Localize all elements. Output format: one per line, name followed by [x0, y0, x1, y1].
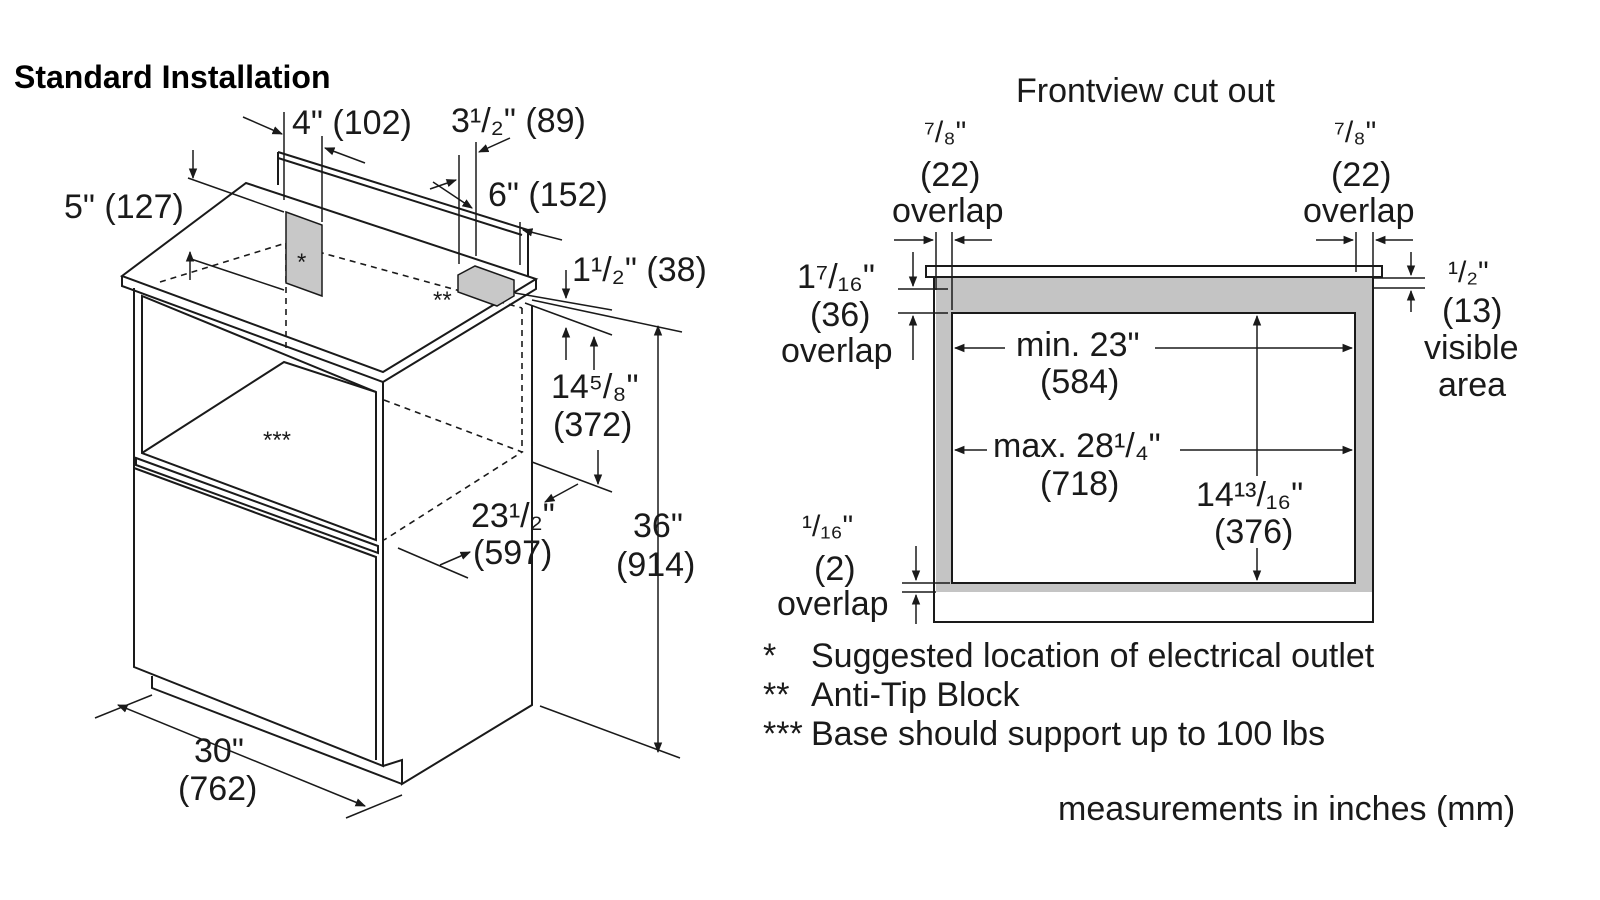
min-width-label: min. 23" — [1016, 326, 1140, 364]
bottom-overlap-mm: (2) — [814, 550, 856, 588]
visible-mm: (13) — [1442, 292, 1502, 330]
legend-mark-2: ** — [763, 676, 789, 714]
toe-kick — [151, 676, 403, 785]
bottom-overlap-word: overlap — [777, 585, 889, 623]
height-mm: (376) — [1214, 513, 1293, 551]
frontview-drawing — [925, 265, 1383, 623]
dim-14-58in: 14⁵/₈" — [551, 368, 639, 406]
visible-word1: visible — [1424, 329, 1518, 367]
top-overlap-word: overlap — [781, 332, 893, 370]
right-overlap-word: overlap — [1303, 192, 1415, 230]
visible-word2: area — [1438, 366, 1506, 404]
cutout-opening — [951, 312, 1356, 584]
opening-floor — [141, 360, 377, 454]
anti-tip-block — [457, 265, 515, 307]
legend-mark-3: *** — [763, 715, 803, 753]
cabinet-drawing: * ** *** — [119, 151, 539, 786]
bottom-overlap-frac: ¹/₁₆" — [802, 510, 853, 543]
dim-4in: 4" (102) — [292, 104, 412, 142]
dim-1-5in: 1¹/₂" (38) — [572, 251, 707, 289]
dim-23-5in: 23¹/₂" — [471, 497, 555, 535]
overlap-frame — [936, 278, 1373, 592]
base-shelf — [135, 456, 379, 555]
legend-text-2: Anti-Tip Block — [811, 676, 1020, 714]
height-label: 14¹³/₁₆" — [1196, 476, 1303, 514]
outlet-area — [285, 210, 323, 298]
dim-6in: 6" (152) — [488, 176, 608, 214]
countertop-lip — [925, 265, 1383, 278]
drawer-front — [133, 467, 377, 760]
dim-36in: 36" — [633, 507, 683, 545]
cabinet-opening — [141, 294, 377, 542]
dim-23-5mm: (597) — [473, 534, 552, 572]
anti-tip-marker: ** — [433, 287, 452, 314]
cabinet-left-front — [133, 288, 384, 768]
dim-3-5in: 3¹/₂" (89) — [451, 102, 586, 140]
cabinet-outline — [933, 278, 1374, 623]
left-overlap-frac: ⁷/₈" — [924, 116, 966, 149]
frontview-title: Frontview cut out — [1016, 72, 1275, 110]
standard-installation-title: Standard Installation — [14, 59, 330, 95]
dim-30in: 30" — [194, 732, 244, 770]
frontview-dimension-lines — [894, 232, 1425, 624]
legend-text-1: Suggested location of electrical outlet — [811, 637, 1375, 675]
visible-frac: ¹/₂" — [1448, 256, 1489, 289]
top-overlap-frac: 1⁷/₁₆" — [797, 258, 875, 296]
dim-14-58mm: (372) — [553, 406, 632, 444]
left-overlap-mm: (22) — [920, 156, 980, 194]
outlet-marker: * — [297, 249, 306, 276]
min-width-mm: (584) — [1040, 363, 1119, 401]
max-width-mm: (718) — [1040, 465, 1119, 503]
legend-text-3: Base should support up to 100 lbs — [811, 715, 1325, 753]
dim-5in: 5" (127) — [64, 188, 184, 226]
top-overlap-mm: (36) — [810, 296, 870, 334]
left-overlap-word: overlap — [892, 192, 1004, 230]
legend: * Suggested location of electrical outle… — [763, 637, 1375, 753]
dim-36mm: (914) — [616, 546, 695, 584]
right-overlap-mm: (22) — [1331, 156, 1391, 194]
left-dimension-lines — [94, 112, 683, 819]
base-marker: *** — [263, 427, 291, 454]
dim-30mm: (762) — [178, 770, 257, 808]
units-footnote: measurements in inches (mm) — [1058, 790, 1515, 828]
legend-mark-1: * — [763, 637, 776, 675]
right-overlap-frac: ⁷/₈" — [1334, 116, 1376, 149]
max-width-label: max. 28¹/₄" — [993, 427, 1161, 465]
